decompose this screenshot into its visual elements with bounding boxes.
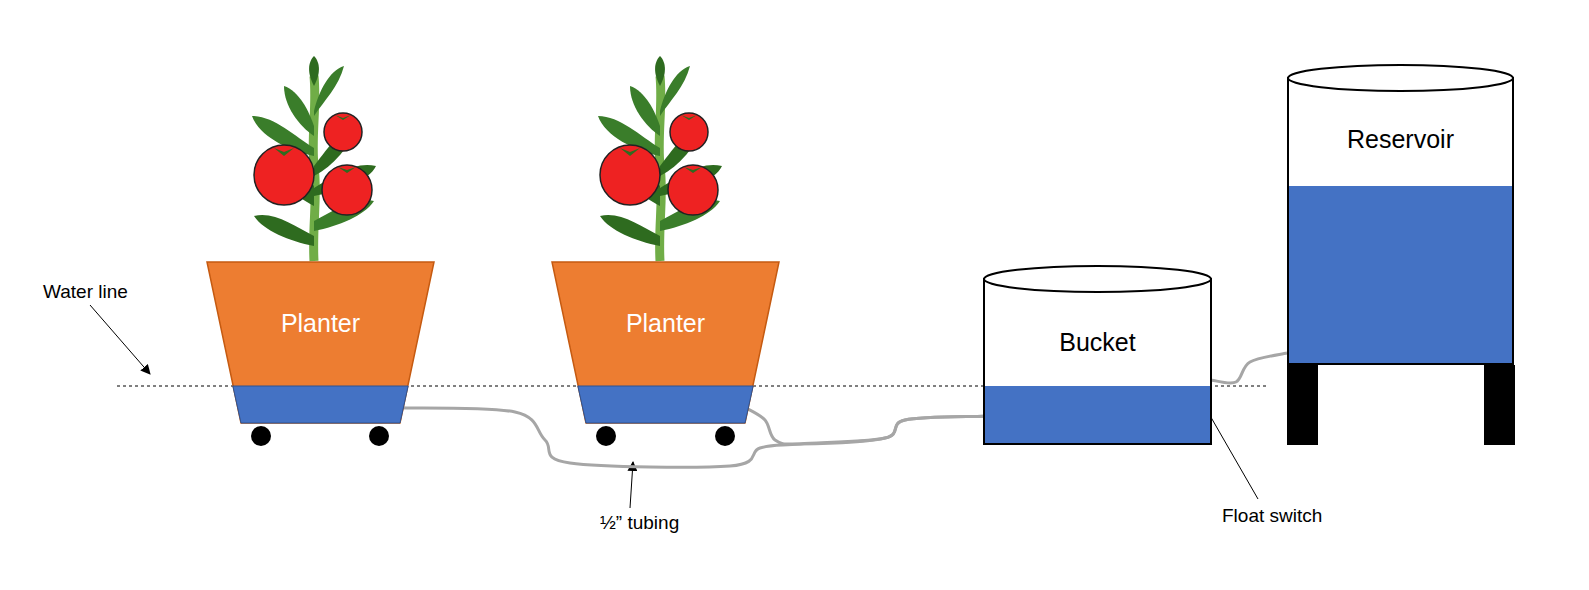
planter-node: Planter	[206, 261, 435, 424]
node-label: Bucket	[1059, 329, 1135, 357]
reservoir-outline	[1287, 64, 1514, 365]
reservoir-node: Reservoir	[1287, 64, 1514, 365]
tubing	[1212, 353, 1287, 383]
node-label: Planter	[626, 310, 705, 338]
callout-label: Water line	[41, 282, 130, 303]
planter-outline	[551, 261, 780, 424]
planter-outline	[206, 261, 435, 424]
node-label: Planter	[281, 310, 360, 338]
callout-label: Float switch	[1220, 506, 1324, 527]
bucket-node: Bucket	[983, 265, 1212, 445]
node-label: Reservoir	[1347, 126, 1454, 154]
callout-label: ½” tubing	[598, 513, 681, 534]
planter-node: Planter	[551, 261, 780, 424]
tubing	[746, 408, 983, 444]
